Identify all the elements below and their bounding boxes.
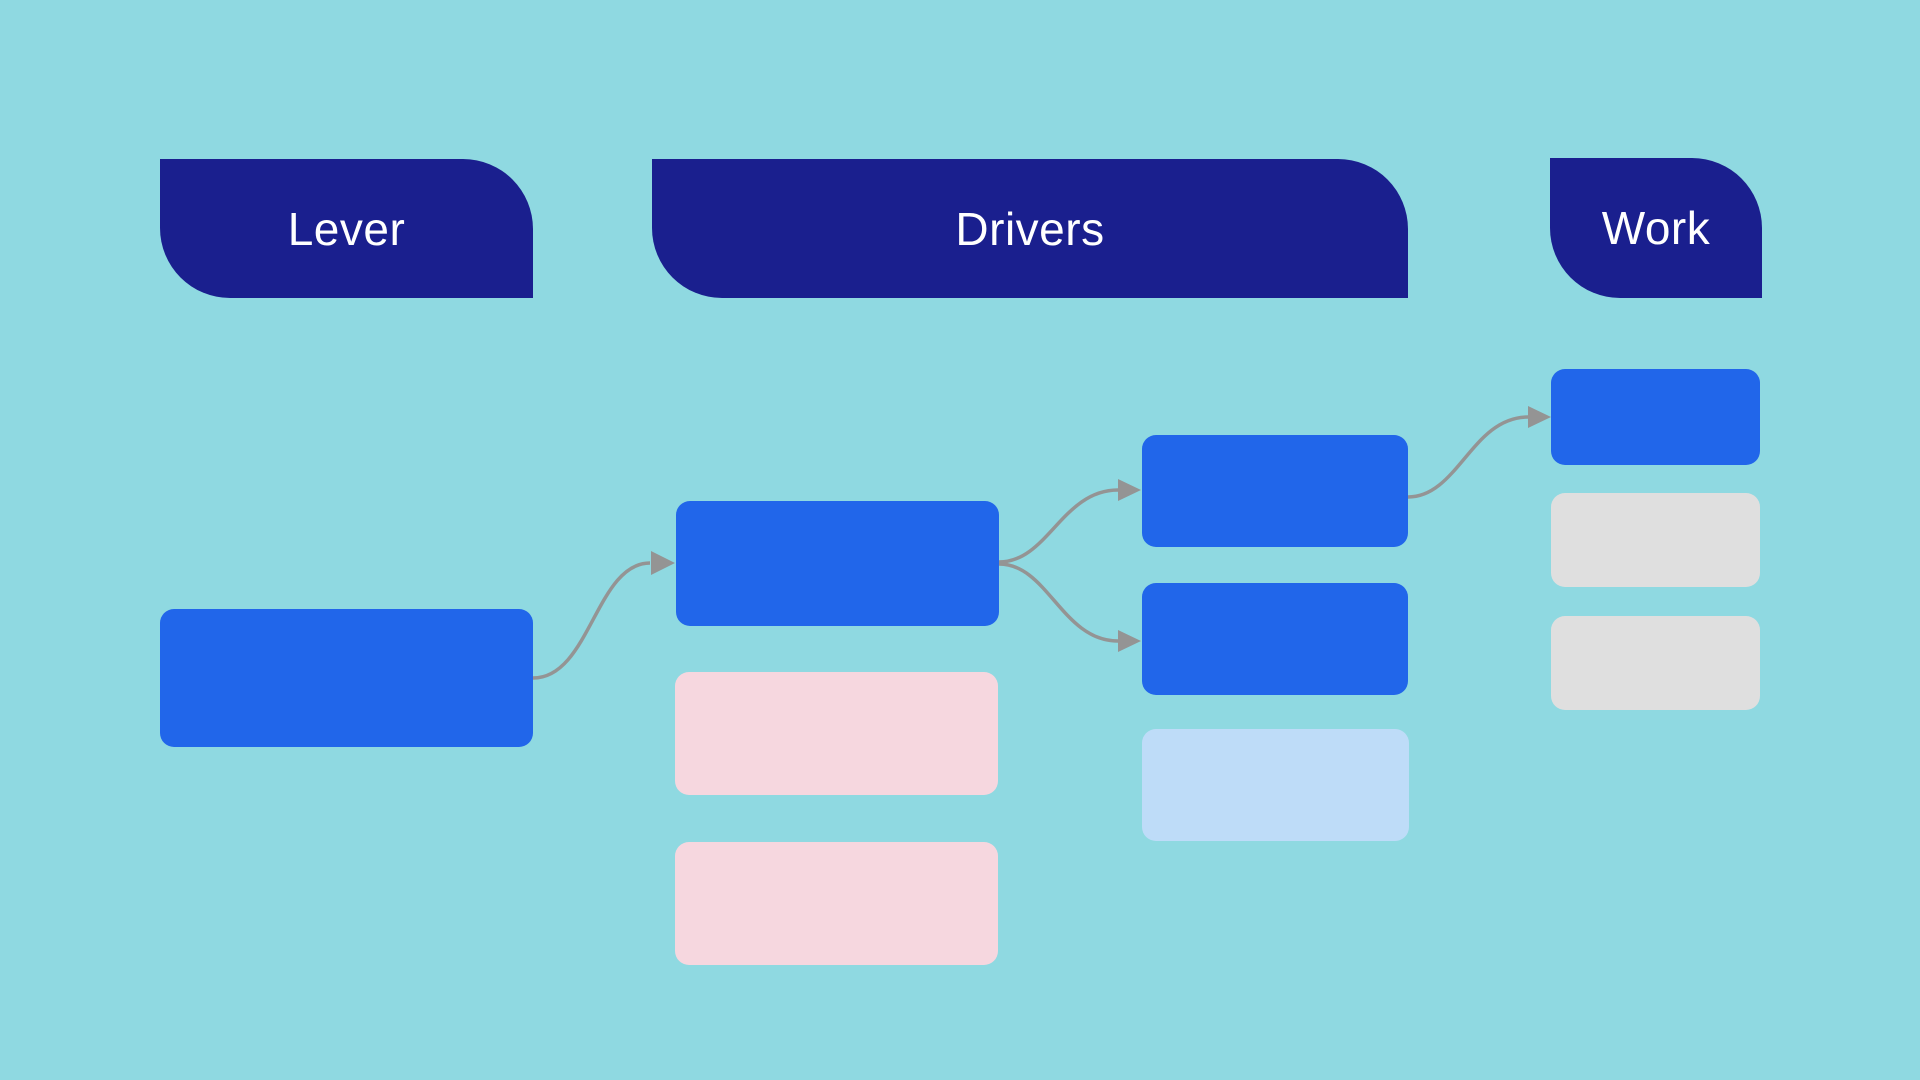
- header-work-label: Work: [1601, 202, 1711, 254]
- header-lever: Lever: [160, 159, 533, 298]
- header-lever-label: Lever: [287, 202, 406, 255]
- node-work-active: [1551, 369, 1760, 465]
- arrowhead-driver-to-subbottom: [1118, 630, 1141, 652]
- node-work-alternate-2: [1551, 616, 1760, 710]
- node-driver-main: [676, 501, 999, 626]
- arrowhead-subtop-to-work: [1528, 406, 1551, 428]
- node-lever-active: [160, 609, 533, 747]
- node-subdriver-muted: [1142, 729, 1409, 841]
- arrow-subtop-to-work: [1407, 415, 1529, 499]
- node-work-alternate-1: [1551, 493, 1760, 587]
- arrow-driver-to-subbottom: [998, 562, 1119, 643]
- arrowhead-driver-to-subtop: [1118, 479, 1141, 501]
- node-subdriver-bottom: [1142, 583, 1408, 695]
- node-driver-alternate-1: [675, 672, 998, 795]
- arrow-driver-to-subtop: [998, 488, 1119, 564]
- header-drivers-label: Drivers: [955, 202, 1105, 255]
- arrow-lever-to-driver: [532, 561, 651, 680]
- header-drivers: Drivers: [652, 159, 1408, 298]
- node-driver-alternate-2: [675, 842, 998, 965]
- node-subdriver-top: [1142, 435, 1408, 547]
- header-work: Work: [1550, 158, 1762, 298]
- arrowhead-lever-to-driver: [651, 551, 675, 575]
